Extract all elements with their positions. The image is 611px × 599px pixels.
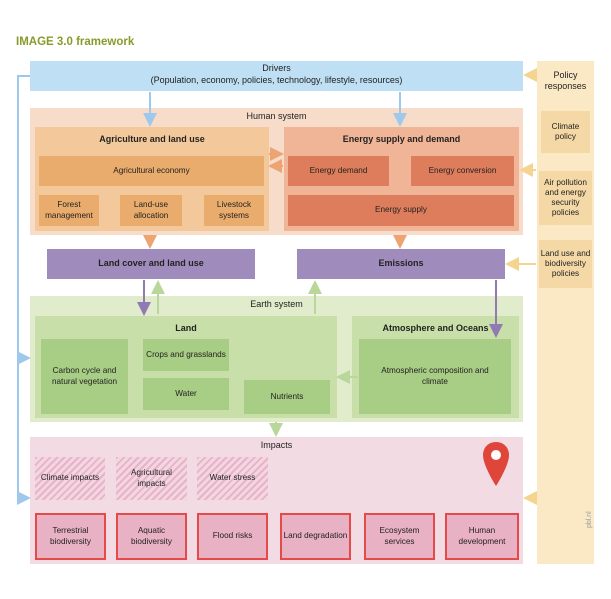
nutrients-box: Nutrients	[244, 380, 330, 414]
ecosystem-services-box: Ecosystem services	[364, 513, 435, 560]
carbon-cycle-box: Carbon cycle and natural vegetation	[41, 339, 128, 414]
agricultural-economy-box: Agricultural economy	[39, 156, 264, 186]
climate-impacts-box: Climate impacts	[35, 457, 105, 500]
land-degradation-box: Land degradation	[280, 513, 351, 560]
land-cover-box: Land cover and land use	[47, 249, 255, 279]
credit-text: pbl.nl	[586, 511, 593, 528]
framework-title: IMAGE 3.0 framework	[16, 36, 135, 48]
policy-responses-title: Policy responses	[544, 69, 587, 91]
energy-supply-box: Energy supply	[288, 195, 514, 226]
impacts-title: Impacts	[260, 440, 293, 451]
drivers-subtitle: (Population, economy, policies, technolo…	[150, 75, 403, 86]
earth-system-title: Earth system	[250, 299, 303, 310]
map-pin-icon	[483, 442, 509, 486]
human-development-box: Human development	[445, 513, 519, 560]
water-box: Water	[143, 378, 229, 410]
land-use-allocation-box: Land-use allocation	[120, 195, 182, 226]
crops-grasslands-box: Crops and grasslands	[143, 339, 229, 371]
forest-management-box: Forest management	[39, 195, 99, 226]
agricultural-impacts-box: Agricultural impacts	[116, 457, 187, 500]
drivers-title: Drivers	[262, 63, 291, 74]
aquatic-biodiversity-box: Aquatic biodiversity	[116, 513, 187, 560]
policy-land-biodiversity: Land use and biodiversity policies	[539, 240, 592, 288]
atmosphere-title: Atmosphere and Oceans	[382, 323, 489, 334]
impacts-panel	[30, 437, 523, 564]
terrestrial-biodiversity-box: Terrestrial biodiversity	[35, 513, 106, 560]
human-system-title: Human system	[246, 111, 307, 122]
flood-risks-box: Flood risks	[197, 513, 268, 560]
energy-demand-box: Energy demand	[288, 156, 389, 186]
drivers-box	[30, 61, 523, 91]
energy-conversion-box: Energy conversion	[411, 156, 514, 186]
emissions-box: Emissions	[297, 249, 505, 279]
policy-climate: Climate policy	[541, 111, 590, 153]
land-title: Land	[175, 323, 197, 334]
policy-air-energy: Air pollution and energy security polici…	[539, 171, 592, 225]
atmospheric-composition-box: Atmospheric composition and climate	[359, 339, 511, 414]
energy-title: Energy supply and demand	[342, 134, 461, 145]
livestock-systems-box: Livestock systems	[204, 195, 264, 226]
agriculture-title: Agriculture and land use	[99, 134, 205, 145]
water-stress-box: Water stress	[197, 457, 268, 500]
